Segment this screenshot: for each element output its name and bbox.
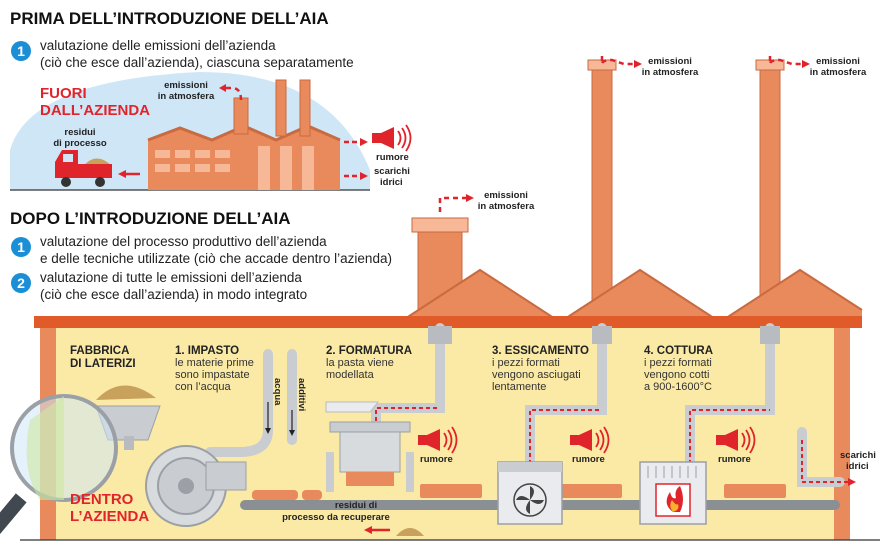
top-discharges-line1: scarichi [374,166,410,177]
before-item1-line2: (ciò che esce dall’azienda), ciascuna se… [40,55,354,70]
step1-line1: le materie prime [175,357,254,369]
step4-line3: a 900-1600°C [644,381,712,393]
outside-label-line1: FUORI [40,85,87,102]
input-pipes [205,349,297,457]
factory-roof [34,270,862,322]
outside-label-line2: DALL’AZIENDA [40,102,150,119]
noise-formatura: rumore [420,454,453,465]
before-item1-number: 1 [17,43,25,59]
noise-essicamento: rumore [572,454,605,465]
chimney1-emissions-line2: in atmosfera [478,201,535,212]
top-emissions-line1: emissioni [164,80,208,91]
residues-recover-line1: residui di [335,500,377,511]
before-item1-line1: valutazione delle emissioni dell’azienda [40,38,276,53]
inside-label-line2: L’AZIENDA [70,508,149,525]
step4-title: 4. COTTURA [644,345,713,357]
top-residues-line1: residui [64,127,95,138]
water-label: acqua [272,378,283,406]
residues-recover-line2: processo da recuperare [282,512,390,523]
inside-label-line1: DENTRO [70,491,134,508]
after-item1-line1: valutazione del processo produttivo dell… [40,234,327,249]
step4-line2: vengono cotti [644,369,709,381]
step3-line3: lentamente [492,381,546,393]
after-item1-line2: e delle tecniche utilizzate (ciò che acc… [40,251,392,266]
step1-line2: sono impastate [175,369,250,381]
discharges-line2: idrici [846,461,869,472]
chimney3-emissions-line2: in atmosfera [810,67,867,78]
chimney2-emissions-line1: emissioni [648,56,692,67]
truck-icon [55,150,112,187]
fan-icon [497,461,563,525]
chimney3-emissions-line1: emissioni [816,56,860,67]
after-item2-line2: (ciò che esce dall’azienda) in modo inte… [40,287,307,302]
top-discharges-line2: idrici [380,177,403,188]
before-title: PRIMA DELL’INTRODUZIONE DELL’AIA [10,9,329,28]
step2-line1: la pasta viene [326,357,394,369]
top-noise: rumore [376,152,409,163]
after-title: DOPO L’INTRODUZIONE DELL’AIA [10,209,291,228]
step3-line2: vengono asciugati [492,369,581,381]
step1-title: 1. IMPASTO [175,345,239,357]
step3-title: 3. ESSICAMENTO [492,345,589,357]
step1-line3: con l’acqua [175,381,232,393]
noise-cottura: rumore [718,454,751,465]
megaphone-icon [371,124,412,152]
small-factory [147,79,341,190]
additives-label: additivi [296,378,307,411]
factory-name-line2: DI LATERIZI [70,358,136,370]
step-badge [11,41,31,61]
after-item2-number: 2 [17,275,25,291]
step3-line1: i pezzi formati [492,357,560,369]
magnifier-icon [0,394,118,547]
chimney1-emissions-line1: emissioni [484,190,528,201]
step2-line2: modellata [326,369,375,381]
step-badge [11,237,31,257]
chimney2-emissions-line2: in atmosfera [642,67,699,78]
step2-title: 2. FORMATURA [326,345,412,357]
flame-icon [639,461,707,525]
after-item1-number: 1 [17,239,25,255]
press [325,401,414,492]
top-residues-line2: di processo [53,138,107,149]
step-badge [11,273,31,293]
step4-line1: i pezzi formati [644,357,712,369]
after-item2-line1: valutazione di tutte le emissioni dell’a… [40,270,302,285]
discharges-line1: scarichi [840,450,876,461]
factory-name-line1: FABBRICA [70,345,129,357]
top-emissions-line2: in atmosfera [158,91,215,102]
emission-arrow [224,86,243,101]
roof-beam [34,316,862,328]
